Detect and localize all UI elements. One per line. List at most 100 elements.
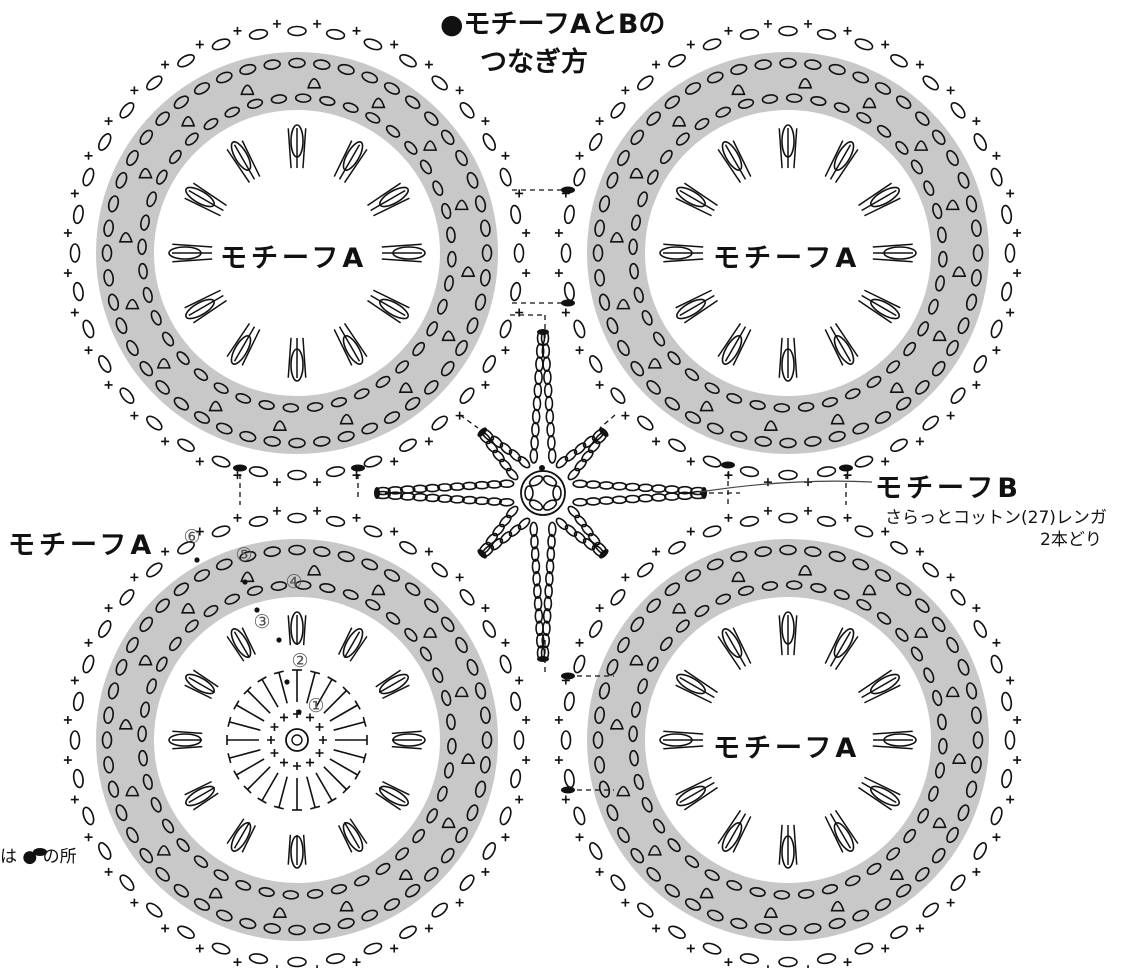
chain-stitch	[546, 410, 553, 424]
single-crochet	[844, 471, 852, 479]
single-crochet	[652, 61, 660, 69]
single-crochet	[270, 749, 278, 757]
petal-stitch	[172, 244, 212, 247]
chain-stitch	[702, 37, 722, 52]
single-crochet	[1013, 269, 1021, 277]
chain-stitch	[531, 436, 538, 450]
petal-stitch	[172, 731, 202, 733]
connection-dashed-line	[600, 415, 615, 428]
chain-stitch	[481, 841, 498, 861]
chain-stitch	[249, 953, 268, 965]
petal-stitch	[873, 259, 913, 262]
petal-stitch	[825, 141, 843, 177]
yarn-spec-line2: 2本どり	[1040, 525, 1102, 550]
petal-stitch	[382, 259, 422, 262]
chain-stitch	[667, 437, 687, 454]
single-crochet	[947, 412, 955, 420]
chain-stitch	[363, 454, 383, 469]
chain-stitch	[989, 319, 1004, 339]
single-crochet	[501, 639, 509, 647]
chain-stitch	[363, 37, 383, 52]
petal-stitch	[873, 244, 913, 247]
single-crochet	[844, 958, 852, 966]
single-crochet	[1013, 756, 1021, 764]
chain-stitch	[481, 132, 498, 152]
connection-dashed-line	[460, 415, 478, 428]
chain-stitch	[555, 516, 570, 531]
petal-stitch	[303, 338, 306, 378]
petal-stitch	[242, 825, 255, 852]
chain-stitch	[430, 561, 450, 579]
single-crochet	[85, 152, 93, 160]
petal-stitch	[172, 747, 202, 749]
single-crochet	[972, 868, 980, 876]
chain-stitch	[498, 319, 513, 339]
join-point	[839, 465, 853, 472]
chain-stitch	[72, 282, 84, 301]
petal-stitch	[382, 685, 409, 698]
single-crochet	[456, 573, 464, 581]
petal-stitch	[663, 746, 703, 749]
chain-stitch	[547, 423, 554, 437]
single-crochet	[992, 833, 1000, 841]
chain-stitch	[398, 924, 418, 941]
single-crochet	[267, 736, 275, 744]
chain-stitch	[609, 101, 627, 121]
single-crochet	[130, 573, 138, 581]
chain-stitch	[652, 485, 666, 492]
petal-stitch	[864, 777, 900, 795]
single-crochet	[515, 189, 523, 197]
chain-stitch	[211, 454, 231, 469]
chain-stitch	[534, 397, 541, 411]
petal-stitch	[382, 244, 422, 247]
chain-stitch	[498, 806, 513, 826]
chain-stitch	[533, 410, 540, 424]
single-crochet	[1006, 309, 1014, 317]
round-number-1: ①	[307, 695, 324, 717]
chain-stitch	[582, 537, 597, 552]
chain-stitch	[1001, 282, 1013, 301]
chain-stitch	[481, 619, 498, 639]
single-crochet	[764, 478, 772, 486]
chain-stitch	[667, 539, 687, 556]
petal-stitch	[304, 615, 306, 645]
join-dot	[296, 709, 301, 714]
motif-b-tip	[537, 656, 549, 662]
single-crochet	[233, 27, 241, 35]
chain-stitch	[72, 205, 84, 224]
chain-stitch	[326, 953, 345, 965]
chain-stitch	[889, 437, 909, 454]
single-crochet	[1006, 796, 1014, 804]
petal-stitch	[733, 141, 751, 177]
chain-stitch	[817, 515, 836, 527]
petal-stitch	[339, 628, 352, 655]
single-crochet	[64, 756, 72, 764]
chain-stitch	[609, 386, 627, 406]
petal-stitch	[227, 636, 244, 661]
chain-stitch	[586, 481, 600, 488]
single-crochet	[319, 736, 327, 744]
single-crochet	[501, 833, 509, 841]
petal-stitch	[733, 329, 751, 365]
chain-stitch	[972, 132, 989, 152]
chain-stitch	[145, 901, 165, 919]
chain-stitch	[517, 455, 532, 470]
single-crochet	[652, 548, 660, 556]
petal-stitch	[864, 198, 900, 216]
chain-stitch	[363, 524, 383, 539]
chain-stitch	[176, 437, 196, 454]
chain-stitch	[525, 486, 533, 500]
chain-stitch	[249, 466, 268, 478]
petal-stitch	[193, 793, 218, 810]
chain-stitch	[544, 370, 551, 384]
single-crochet	[196, 41, 204, 49]
chain-stitch	[572, 806, 587, 826]
chain-stitch	[626, 484, 640, 491]
chain-stitch	[817, 953, 836, 965]
motif-b-tip	[701, 487, 707, 499]
single-crochet	[947, 899, 955, 907]
petal-stitch	[350, 819, 367, 844]
chain-stitch	[510, 205, 522, 224]
chain-stitch	[546, 397, 553, 411]
diagram-title-line1: ●モチーフAとBの	[440, 2, 665, 41]
